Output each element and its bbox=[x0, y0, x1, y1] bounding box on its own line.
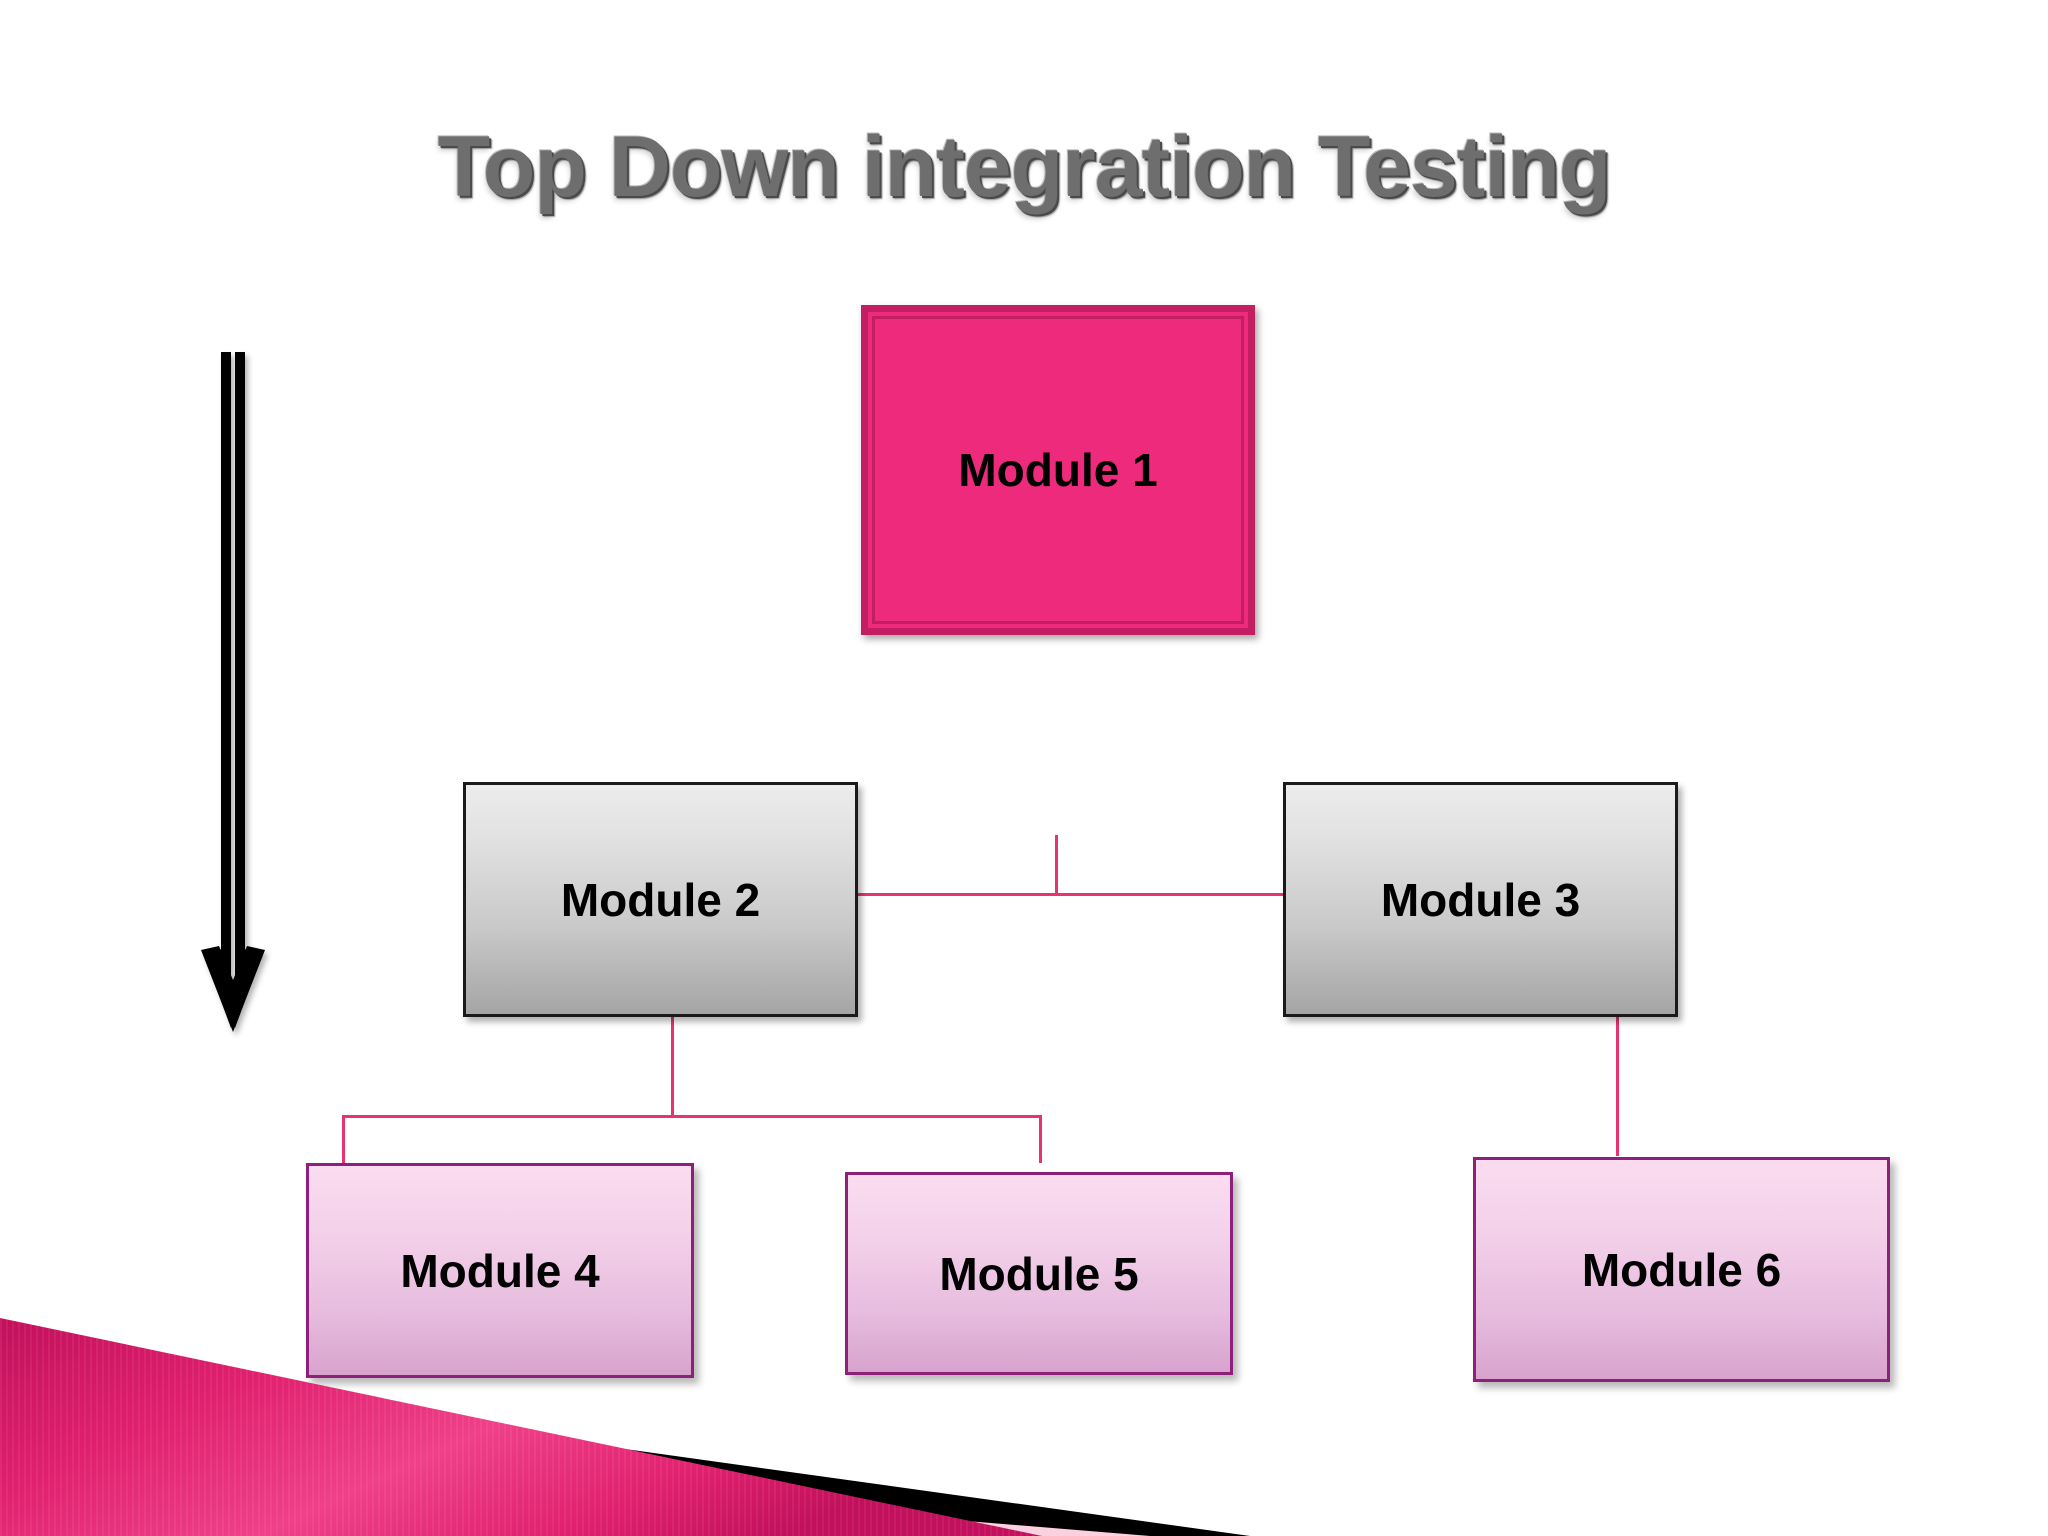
node-module-6[interactable]: Module 6 bbox=[1473, 1157, 1890, 1382]
node-label: Module 1 bbox=[958, 444, 1158, 496]
page-title: Top Down integration Testing bbox=[437, 119, 1612, 215]
connector-root-bus bbox=[727, 893, 1407, 896]
connector-root-stem bbox=[1055, 835, 1058, 895]
node-label: Module 2 bbox=[560, 873, 761, 926]
node-module-2[interactable]: Module 2 bbox=[463, 782, 858, 1017]
corner-stripe-black bbox=[0, 1362, 1250, 1536]
node-module-5[interactable]: Module 5 bbox=[845, 1172, 1233, 1375]
node-label: Module 3 bbox=[1380, 873, 1581, 926]
connector-m3-to-m6 bbox=[1616, 1006, 1619, 1156]
connector-m2-to-m5 bbox=[1039, 1115, 1042, 1163]
connector-m2-bus bbox=[342, 1115, 1042, 1118]
down-arrow-icon bbox=[201, 352, 265, 1032]
corner-stripe-pink bbox=[0, 1374, 1250, 1536]
connector-m2-to-m4 bbox=[342, 1115, 345, 1163]
node-module-4[interactable]: Module 4 bbox=[306, 1163, 694, 1378]
node-module-3[interactable]: Module 3 bbox=[1283, 782, 1678, 1017]
node-label: Module 6 bbox=[1581, 1243, 1782, 1296]
node-label: Module 4 bbox=[400, 1244, 600, 1297]
node-module-1[interactable]: Module 1 bbox=[861, 305, 1255, 635]
connector-m2-stem bbox=[671, 1006, 674, 1118]
node-label: Module 5 bbox=[939, 1247, 1139, 1300]
